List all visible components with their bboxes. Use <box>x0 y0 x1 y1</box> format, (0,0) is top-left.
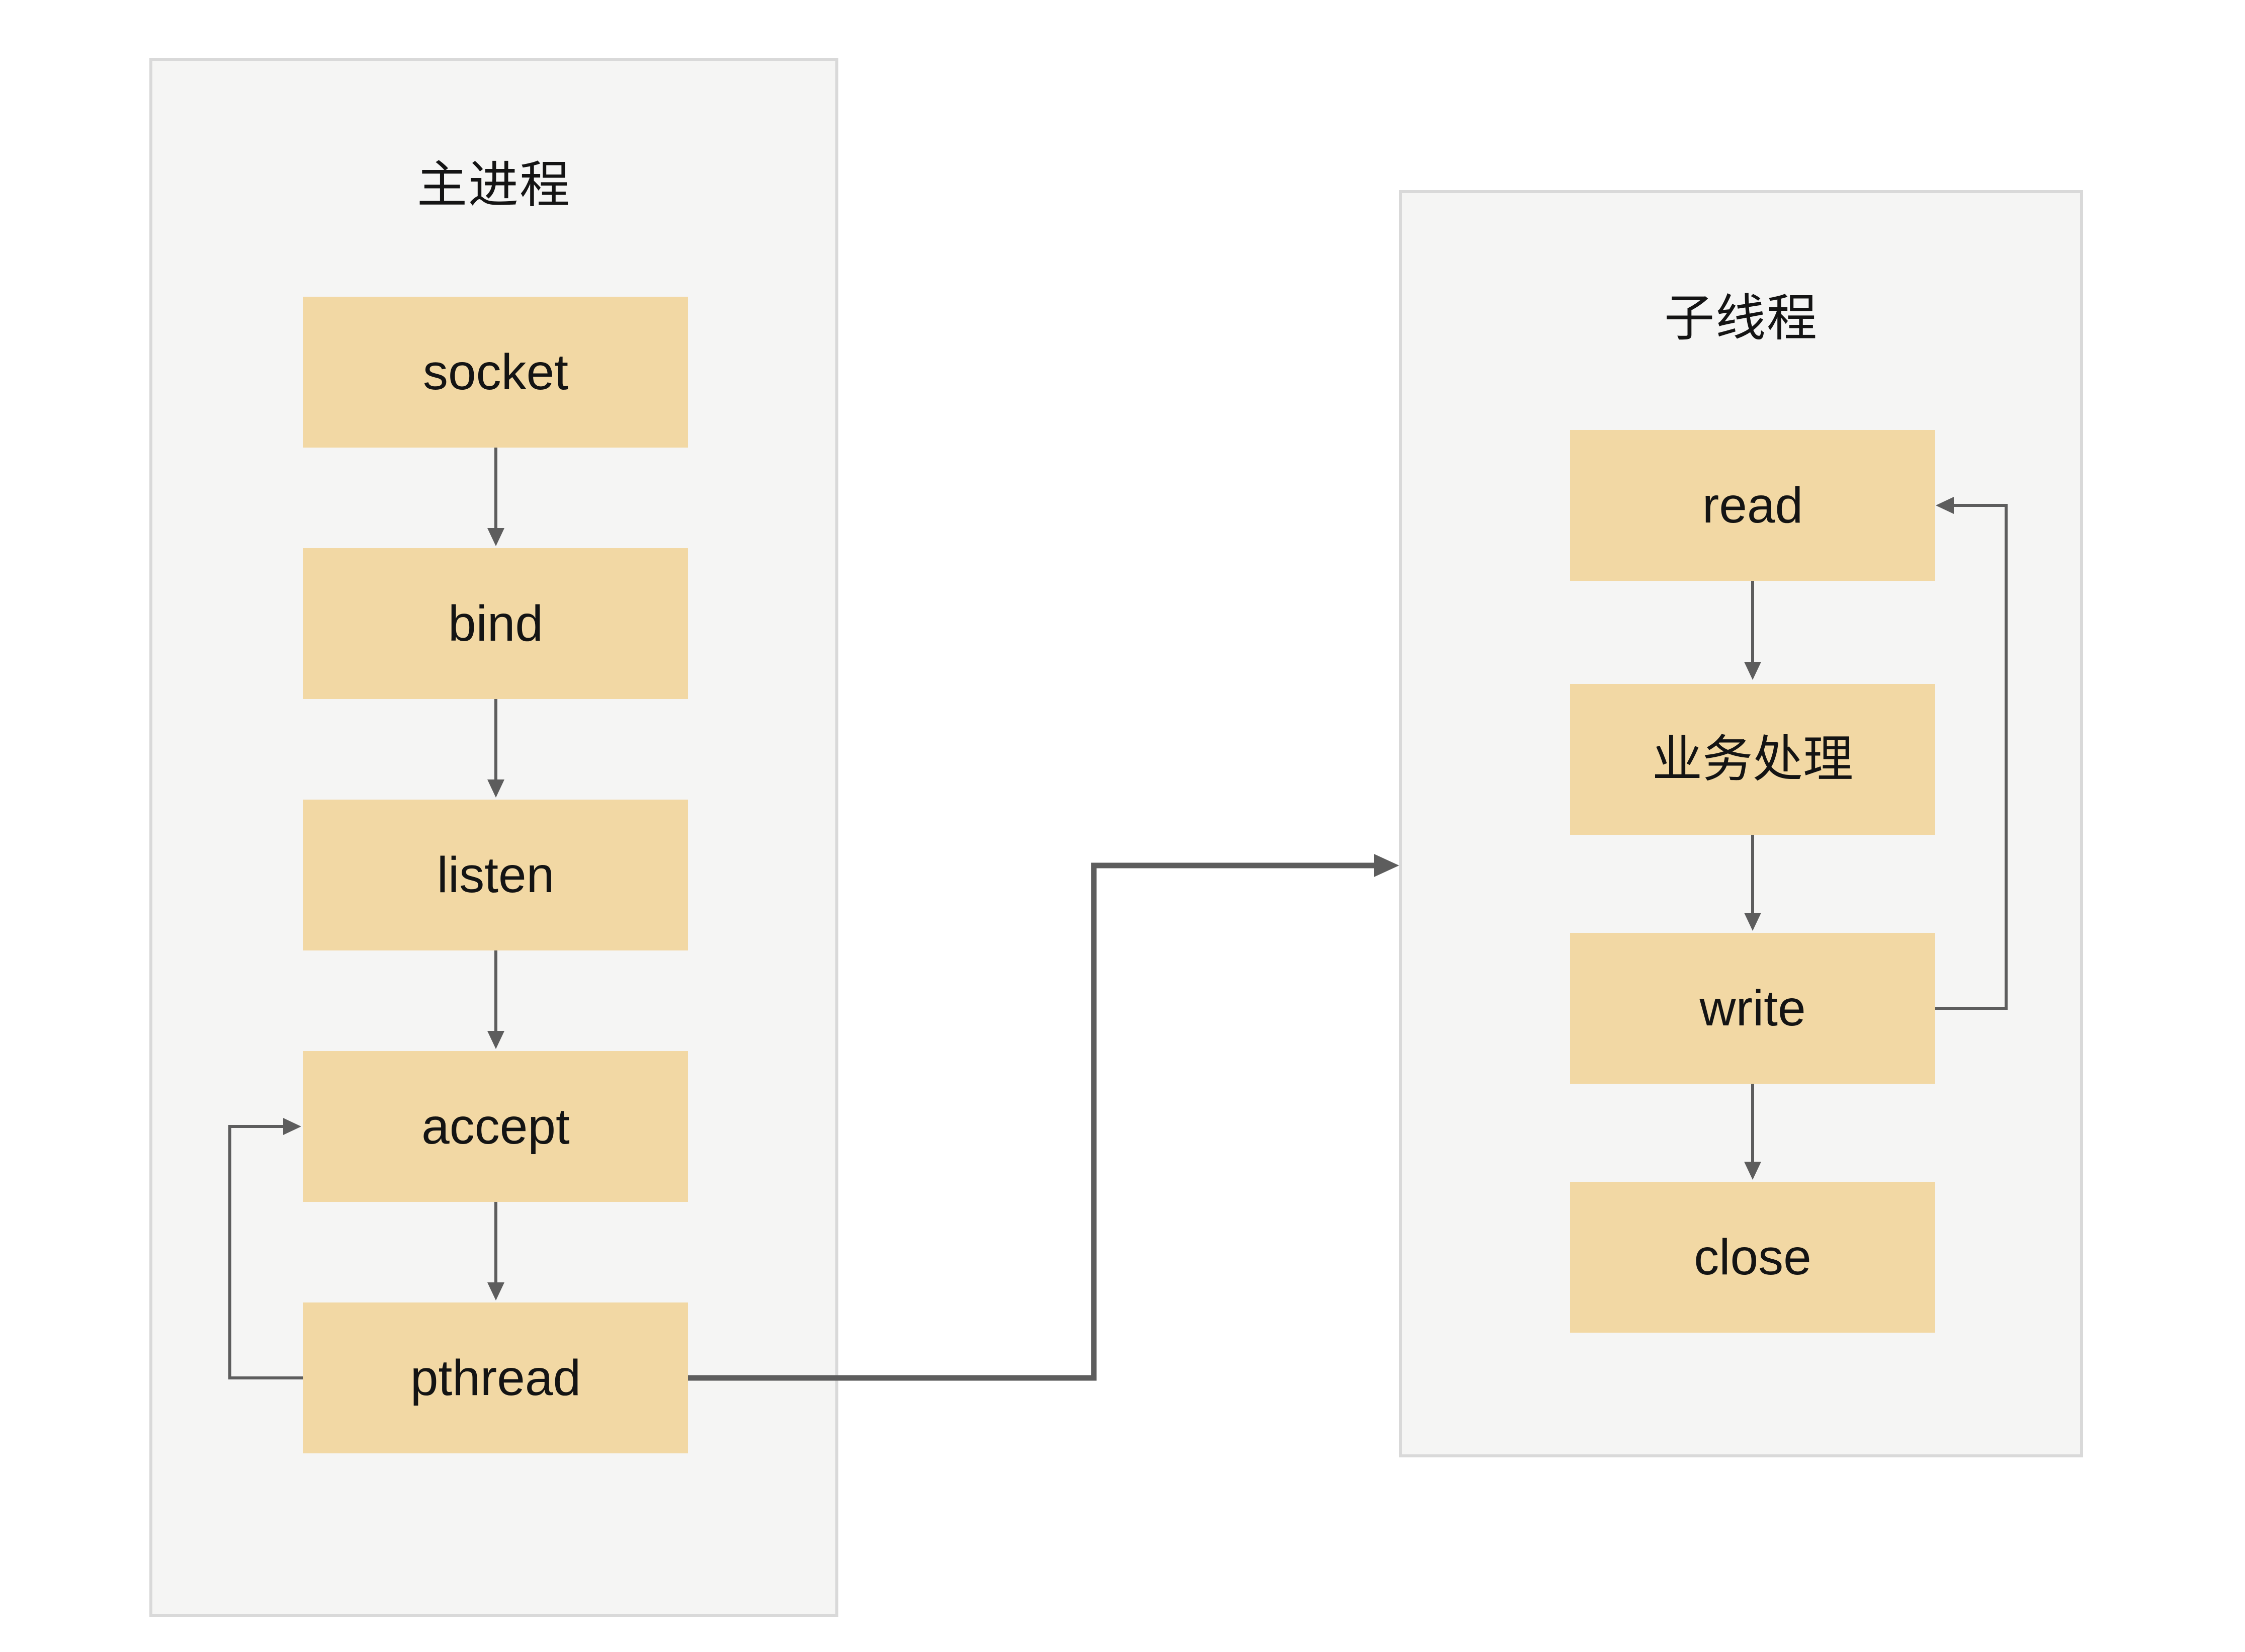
node-accept: accept <box>303 1051 688 1202</box>
node-business-processing: 业务处理 <box>1570 684 1935 835</box>
node-write: write <box>1570 933 1935 1084</box>
node-socket: socket <box>303 297 688 448</box>
node-bind: bind <box>303 548 688 699</box>
node-listen: listen <box>303 800 688 950</box>
main-process-title: 主进程 <box>417 157 571 213</box>
node-read: read <box>1570 430 1935 581</box>
node-close: close <box>1570 1182 1935 1333</box>
node-pthread: pthread <box>303 1302 688 1453</box>
child-thread-title: 子线程 <box>1664 290 1818 346</box>
